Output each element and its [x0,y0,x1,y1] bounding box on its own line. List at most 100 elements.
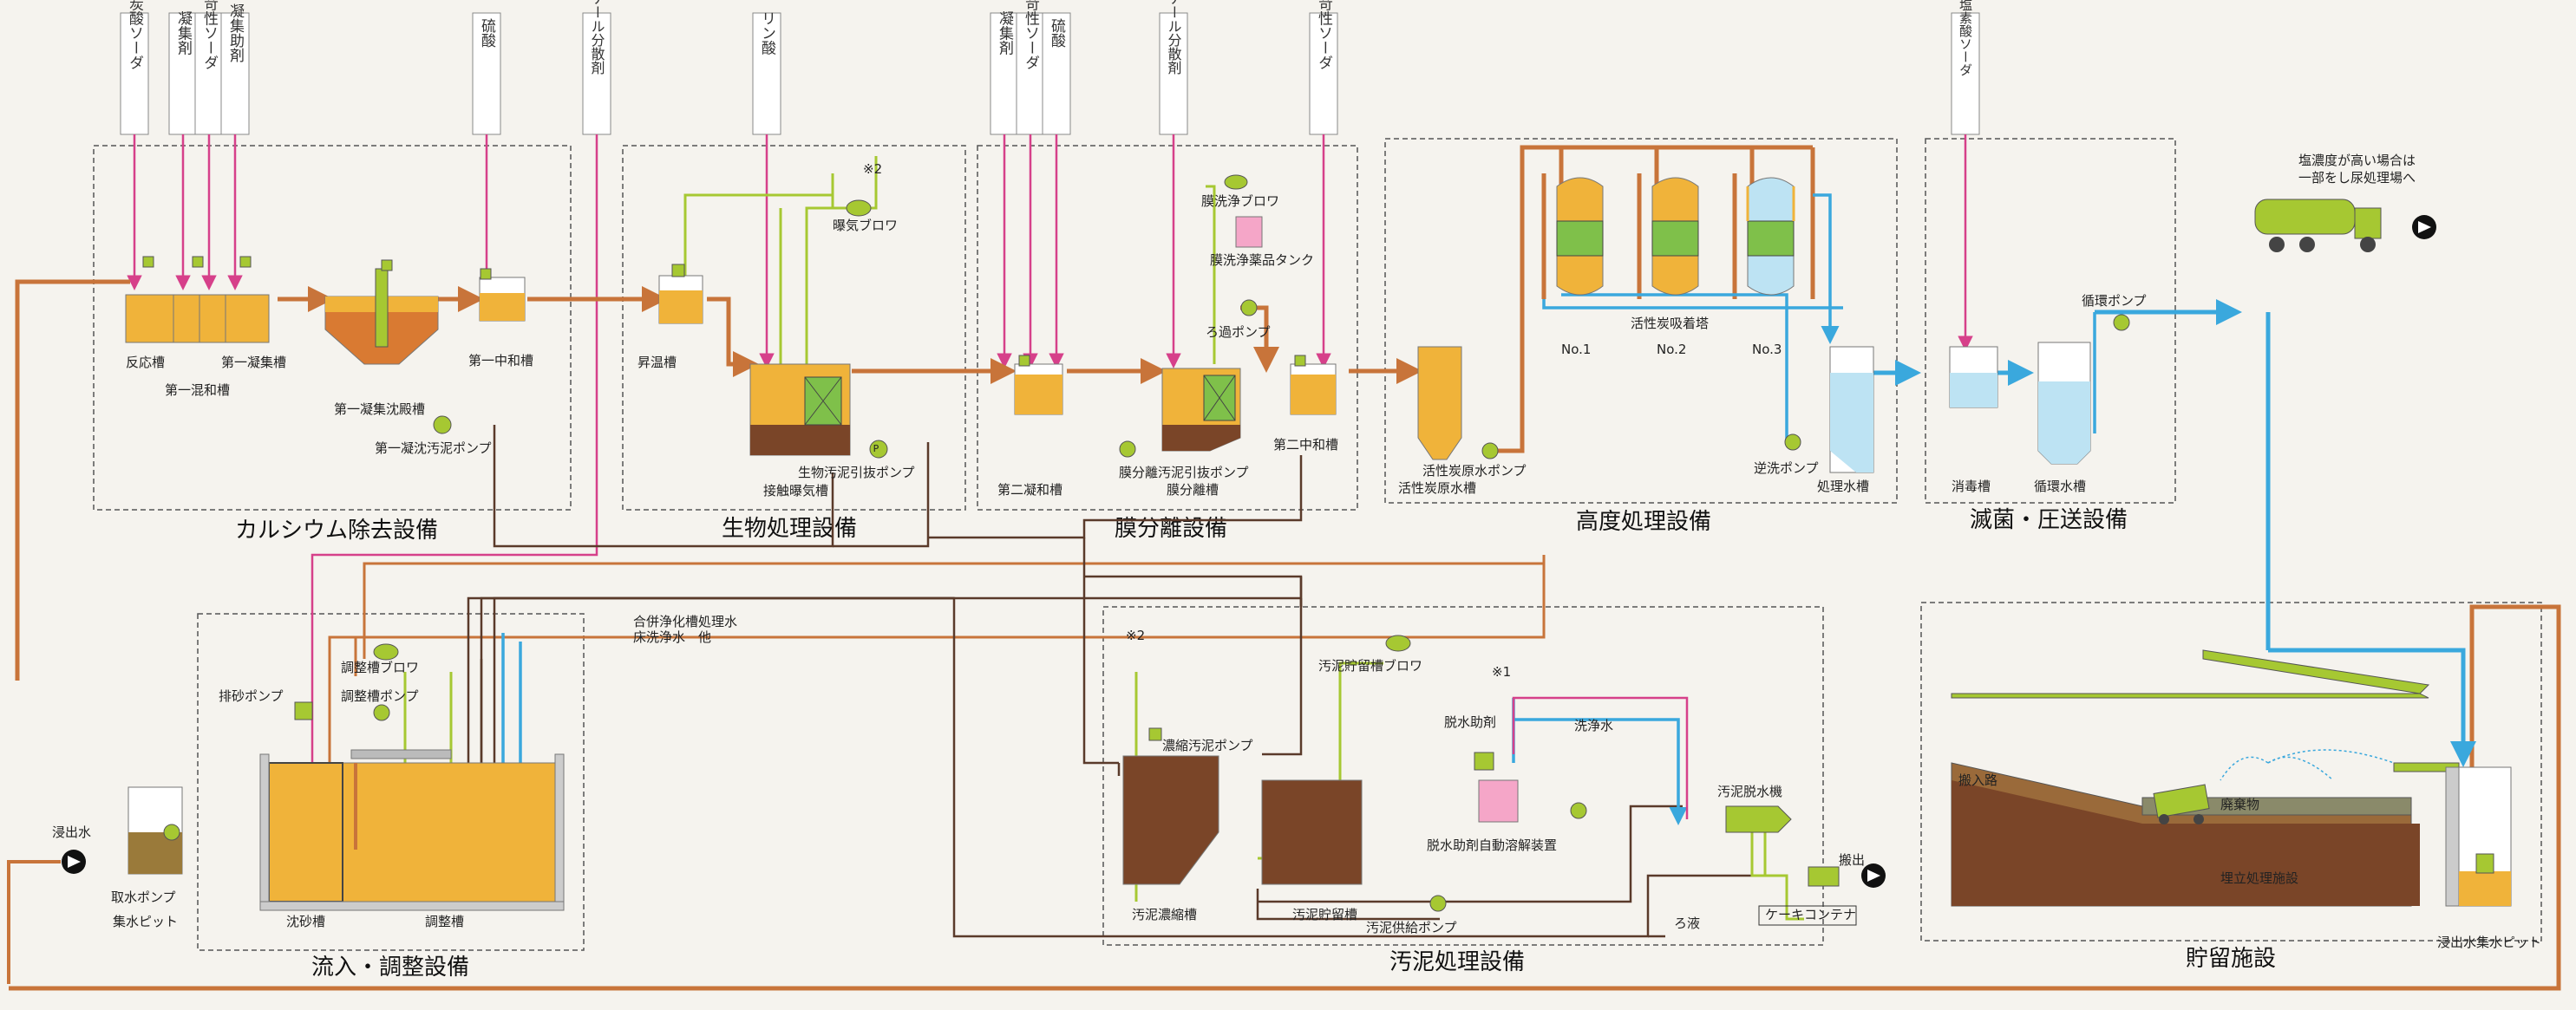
main-flow-lines [9,145,2561,991]
sludge-equipment [1122,635,1886,912]
svg-text:浸出水集水ピット: 浸出水集水ピット [2437,935,2541,950]
svg-text:汚泥濃縮槽: 汚泥濃縮槽 [1132,907,1197,922]
section-titles: カルシウム除去設備 生物処理設備 膜分離設備 高度処理設備 滅菌・圧送設備 流入… [235,507,2276,981]
chem-scale-1: スケール分散剤 [582,0,611,135]
svg-text:ろ液: ろ液 [1674,916,1700,931]
svg-text:第一凝集沈殿槽: 第一凝集沈殿槽 [334,401,425,417]
svg-text:No.2: No.2 [1657,342,1686,357]
inflow-equipment [7,643,565,984]
svg-text:第一混和槽: 第一混和槽 [165,382,230,398]
intake-pump [163,824,180,841]
svg-text:循環ポンプ: 循環ポンプ [2082,293,2147,309]
title-sludge: 汚泥処理設備 [1389,949,1525,975]
svg-text:調整槽: 調整槽 [425,914,464,929]
svg-text:合併浄化槽処理水: 合併浄化槽処理水 [633,614,737,629]
first-sludge-pump [433,415,452,434]
cake-container-label-box [1758,905,1857,926]
svg-text:取水ポンプ: 取水ポンプ [111,889,176,905]
bio-sludge-pump [869,440,888,459]
svg-text:ケーキコンテナ: ケーキコンテナ [1765,907,1856,922]
tanker-truck [2254,199,2382,252]
svg-text:P: P [873,443,879,454]
aeration-blower [846,199,872,217]
adj-blower [373,643,399,661]
svg-text:塩濃度が高い場合は: 塩濃度が高い場合は [2298,153,2416,168]
svg-text:リン酸: リン酸 [758,11,776,55]
svg-text:沈砂槽: 沈砂槽 [286,914,325,929]
backwash-pump [1784,433,1801,451]
sludge-thickener [1122,755,1219,885]
mem-sludge-pump [1119,440,1136,458]
box-inflow [197,613,585,951]
svg-text:脱水助剤自動溶解装置: 脱水助剤自動溶解装置 [1427,837,1557,853]
svg-text:床洗浄水 他: 床洗浄水 他 [633,629,711,645]
svg-text:膜洗浄ブロワ: 膜洗浄ブロワ [1201,193,1279,209]
ac-towers [1556,177,1795,296]
svg-text:次亜塩素酸ソーダ: 次亜塩素酸ソーダ [1958,0,1973,76]
svg-text:昇温槽: 昇温槽 [637,355,677,370]
chem-mem-floc: 凝集剤 [990,10,1019,135]
chem-phosphoric: リン酸 [752,11,781,135]
svg-text:排砂ポンプ: 排砂ポンプ [219,688,284,704]
calcium-equipment [125,256,526,434]
svg-text:スケール分散剤: スケール分散剤 [1166,0,1182,75]
membrane-equipment [1014,174,1337,458]
mem-chem-tank [1235,216,1263,248]
svg-text:廃棄物: 廃棄物 [2220,797,2259,812]
chem-floc-aid: 凝集助剤 [220,3,250,135]
svg-text:逆洗ポンプ: 逆洗ポンプ [1754,460,1819,476]
box-sludge [1102,606,1824,946]
adj-pump [373,704,390,721]
svg-text:汚泥貯留槽ブロワ: 汚泥貯留槽ブロワ [1318,658,1422,674]
storage-equipment [1951,649,2512,907]
chem-soda-ash: 炭酸ソーダ [120,0,149,135]
chem-scale-2: スケール分散剤 [1159,0,1188,135]
grit-tank [268,762,343,902]
chem-mem-caustic: 苛性ソーダ [1016,0,1045,135]
svg-text:処理水槽: 処理水槽 [1817,479,1869,494]
advanced-equipment [1417,177,1874,473]
svg-text:第一凝集槽: 第一凝集槽 [221,355,286,370]
svg-text:※1: ※1 [1492,664,1511,680]
svg-text:凝集剤: 凝集剤 [174,10,193,55]
filter-pump [1240,299,1258,316]
svg-text:浸出水: 浸出水 [52,824,91,840]
sludge-feed-pump [1429,895,1447,912]
chem-sulfuric: 硫酸 [472,12,501,135]
svg-text:一部をし尿処理場へ: 一部をし尿処理場へ [2298,170,2416,186]
box-bio [622,145,966,511]
svg-text:脱水助剤: 脱水助剤 [1444,714,1496,730]
svg-text:硫酸: 硫酸 [1048,18,1066,48]
svg-text:凝集剤: 凝集剤 [996,10,1014,55]
svg-text:汚泥脱水機: 汚泥脱水機 [1717,784,1782,799]
svg-text:濃縮汚泥ポンプ: 濃縮汚泥ポンプ [1162,738,1253,753]
title-storage: 貯留施設 [2186,946,2276,972]
svg-text:活性炭吸着塔: 活性炭吸着塔 [1631,316,1709,331]
box-advanced [1384,138,1898,504]
svg-text:第二中和槽: 第二中和槽 [1273,437,1338,453]
svg-text:調整槽ブロワ: 調整槽ブロワ [341,660,419,675]
svg-text:汚泥貯留槽: 汚泥貯留槽 [1292,907,1357,922]
svg-text:炭酸ソーダ: 炭酸ソーダ [126,0,144,70]
sludge-lines [467,425,1752,938]
svg-text:洗浄水: 洗浄水 [1574,718,1613,733]
svg-text:消毒槽: 消毒槽 [1952,479,1991,494]
svg-text:搬入路: 搬入路 [1958,772,1997,788]
svg-text:膜分離槽: 膜分離槽 [1167,482,1219,498]
svg-text:No.1: No.1 [1561,342,1591,357]
chem-caustic-2: 苛性ソーダ [1309,0,1338,135]
dewater-aid-unit [1478,779,1519,823]
svg-text:接触曝気槽: 接触曝気槽 [763,483,828,498]
svg-text:膜分離汚泥引抜ポンプ: 膜分離汚泥引抜ポンプ [1119,465,1249,480]
svg-text:活性炭原水ポンプ: 活性炭原水ポンプ [1422,463,1527,479]
svg-text:苛性ソーダ: 苛性ソーダ [1022,0,1040,70]
chem-caustic: 苛性ソーダ [194,0,224,135]
svg-text:第一凝沈汚泥ポンプ: 第一凝沈汚泥ポンプ [375,440,492,456]
sterilize-equipment [1949,199,2436,465]
chem-mem-sulfuric: 硫酸 [1042,12,1071,135]
title-calcium: カルシウム除去設備 [235,518,438,544]
svg-text:調整槽ポンプ: 調整槽ポンプ [341,688,419,704]
title-inflow: 流入・調整設備 [311,955,469,981]
chem-hypochlorite: 次亜塩素酸ソーダ [1951,0,1980,135]
